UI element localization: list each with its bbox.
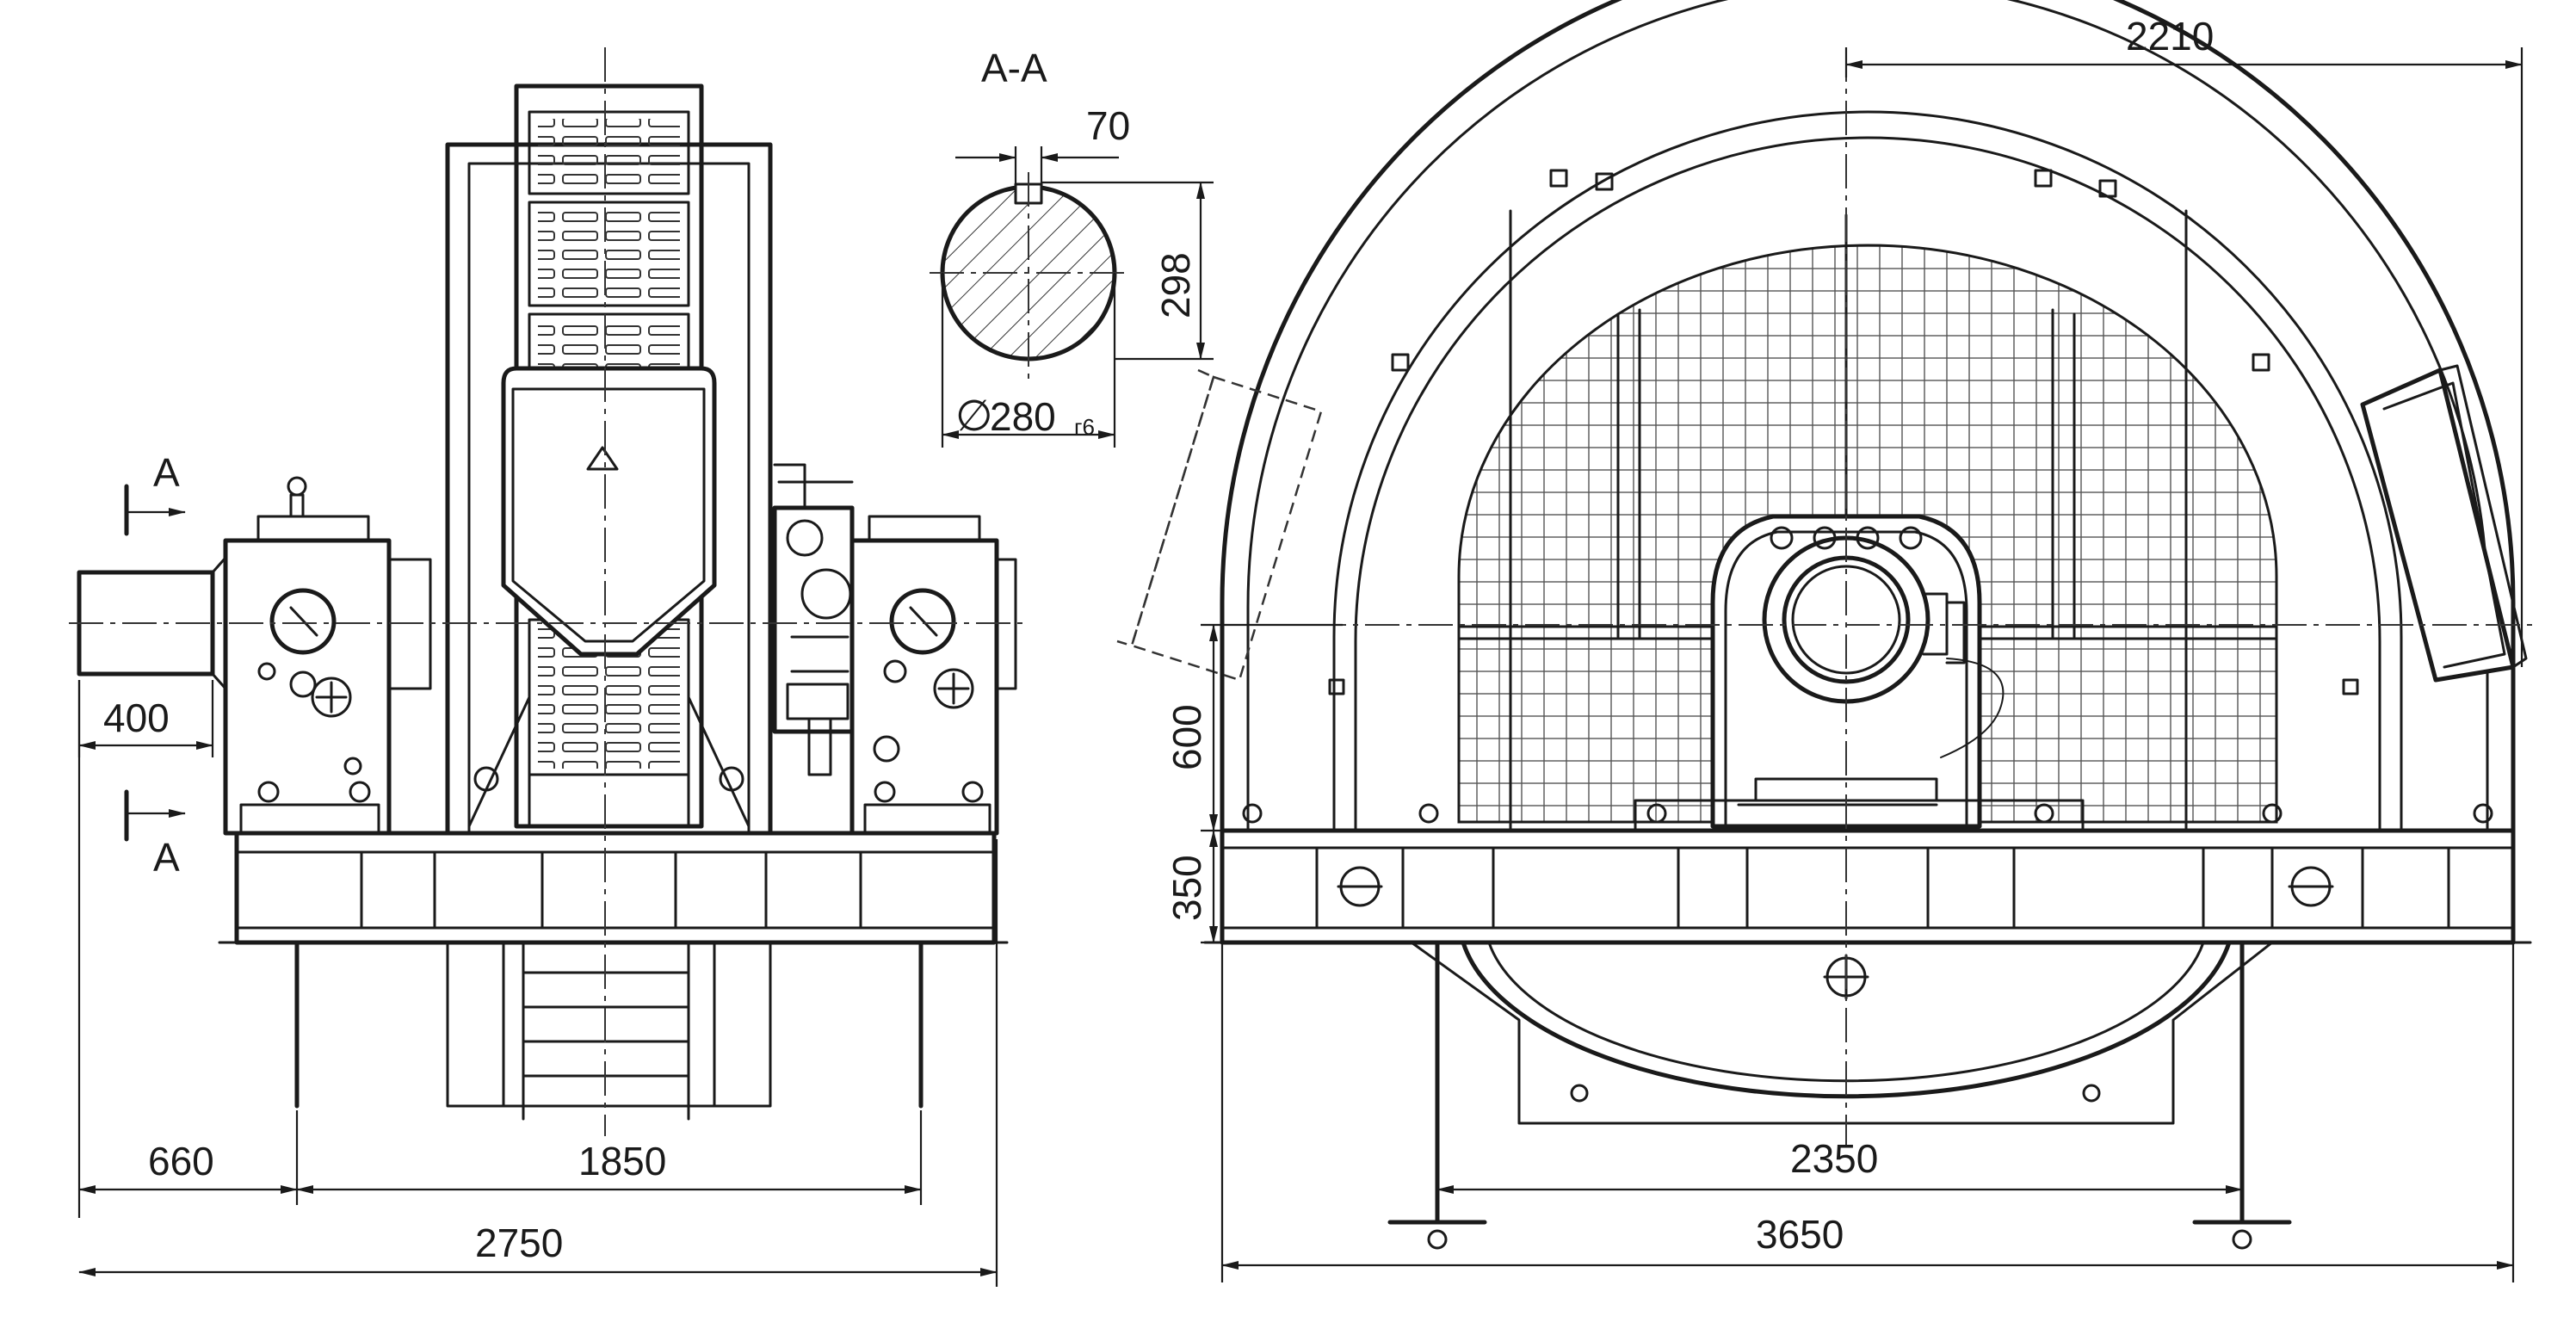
dimension-overall-length: 3650 bbox=[1220, 942, 2515, 1282]
dimension-top-extent: 2210 bbox=[1844, 14, 2523, 667]
dim-shaft-extension-value: 400 bbox=[103, 695, 170, 740]
dim-base-height-value: 350 bbox=[1164, 855, 1209, 921]
stator-housing bbox=[445, 83, 773, 1121]
section-tolerance: г6 bbox=[1074, 414, 1095, 440]
front-view: A A 400 660 1850 2750 bbox=[69, 47, 1024, 1287]
exciter-assembly bbox=[772, 463, 855, 776]
dim-top-extent-value: 2210 bbox=[2126, 14, 2214, 59]
cut-mark-top: A bbox=[153, 450, 180, 495]
dim-overall-length-value: 3650 bbox=[1756, 1212, 1844, 1257]
dimension-shaft-extension: 400 bbox=[77, 680, 214, 757]
section-key-width-value: 70 bbox=[1086, 103, 1130, 148]
section-depth-value: 298 bbox=[1153, 252, 1198, 318]
side-view: 2210 600 350 2350 3650 bbox=[1116, 0, 2539, 1282]
dimension-side-bolt-spacing: 2350 bbox=[1436, 1136, 2243, 1194]
dimension-heights: 600 350 bbox=[1164, 623, 1343, 944]
section-diameter-symbol: ∅ bbox=[955, 392, 993, 440]
dim-axis-height-value: 600 bbox=[1164, 704, 1209, 770]
dimension-bolt-row: 660 1850 bbox=[77, 680, 923, 1218]
side-bearing-pedestal bbox=[1710, 514, 2005, 829]
section-diameter-value: 280 bbox=[990, 394, 1056, 439]
anchor-bolts bbox=[294, 940, 924, 1109]
cut-mark-bottom: A bbox=[153, 835, 180, 880]
section-a-a: A-A 70 298 ∅ 280 г6 bbox=[930, 46, 1214, 448]
left-dashed-cover bbox=[1116, 368, 1323, 682]
dim-overall-width-value: 2750 bbox=[475, 1220, 563, 1265]
right-cover bbox=[2360, 364, 2528, 683]
dome-housing bbox=[1220, 0, 2516, 833]
dim-front-bolt-spacing-value: 1850 bbox=[578, 1139, 666, 1183]
section-cut-marks: A A bbox=[124, 450, 186, 880]
dimension-overall-width: 2750 bbox=[78, 839, 998, 1287]
dim-left-offset-value: 660 bbox=[148, 1139, 214, 1183]
right-bearing-pedestal bbox=[849, 515, 1017, 836]
base-frame bbox=[218, 831, 1009, 945]
side-anchor-bolts bbox=[1387, 940, 2292, 1250]
side-base-frame bbox=[1203, 799, 2532, 945]
section-title: A-A bbox=[981, 46, 1047, 90]
left-bearing-pedestal bbox=[223, 476, 432, 836]
lower-stator-arc bbox=[1410, 940, 2274, 1125]
dim-side-bolt-spacing-value: 2350 bbox=[1790, 1136, 1878, 1181]
